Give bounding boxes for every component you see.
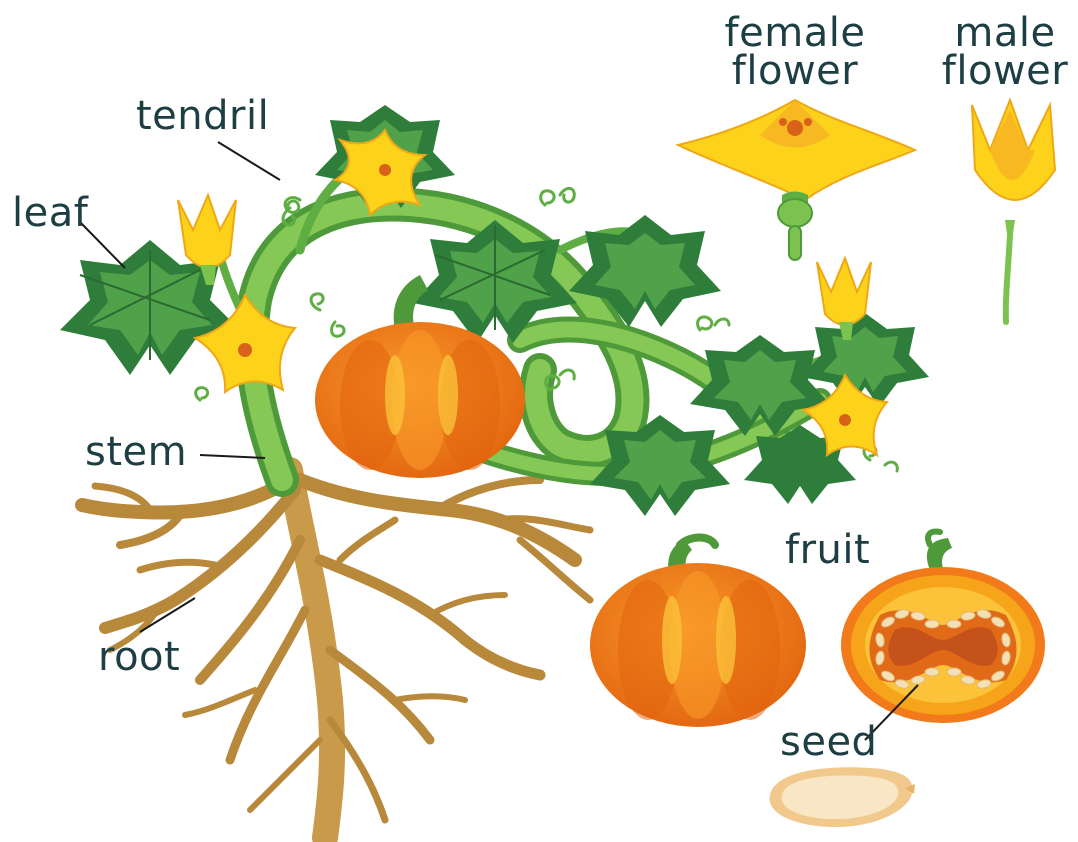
label-fruit: fruit	[785, 530, 870, 570]
label-seed: seed	[780, 722, 877, 762]
label-female-flower: female flower	[712, 14, 878, 90]
label-leaf: leaf	[12, 193, 88, 233]
label-male-flower: male flower	[940, 14, 1070, 90]
label-root: root	[98, 637, 180, 677]
label-male-flower-line2: flower	[940, 52, 1070, 90]
label-female-flower-line2: flower	[712, 52, 878, 90]
label-stem: stem	[85, 432, 187, 472]
label-female-flower-line1: female	[712, 14, 878, 52]
fruit-cross-section-illustration	[841, 532, 1045, 723]
male-flower-illustration	[972, 100, 1055, 322]
label-tendril: tendril	[136, 96, 269, 136]
seed-illustration	[770, 767, 915, 827]
stem-pointer	[200, 455, 265, 458]
tendril-pointer	[218, 142, 280, 180]
female-flower-illustration	[678, 100, 915, 260]
label-male-flower-line1: male	[940, 14, 1070, 52]
fruit-whole-illustration	[590, 538, 806, 728]
